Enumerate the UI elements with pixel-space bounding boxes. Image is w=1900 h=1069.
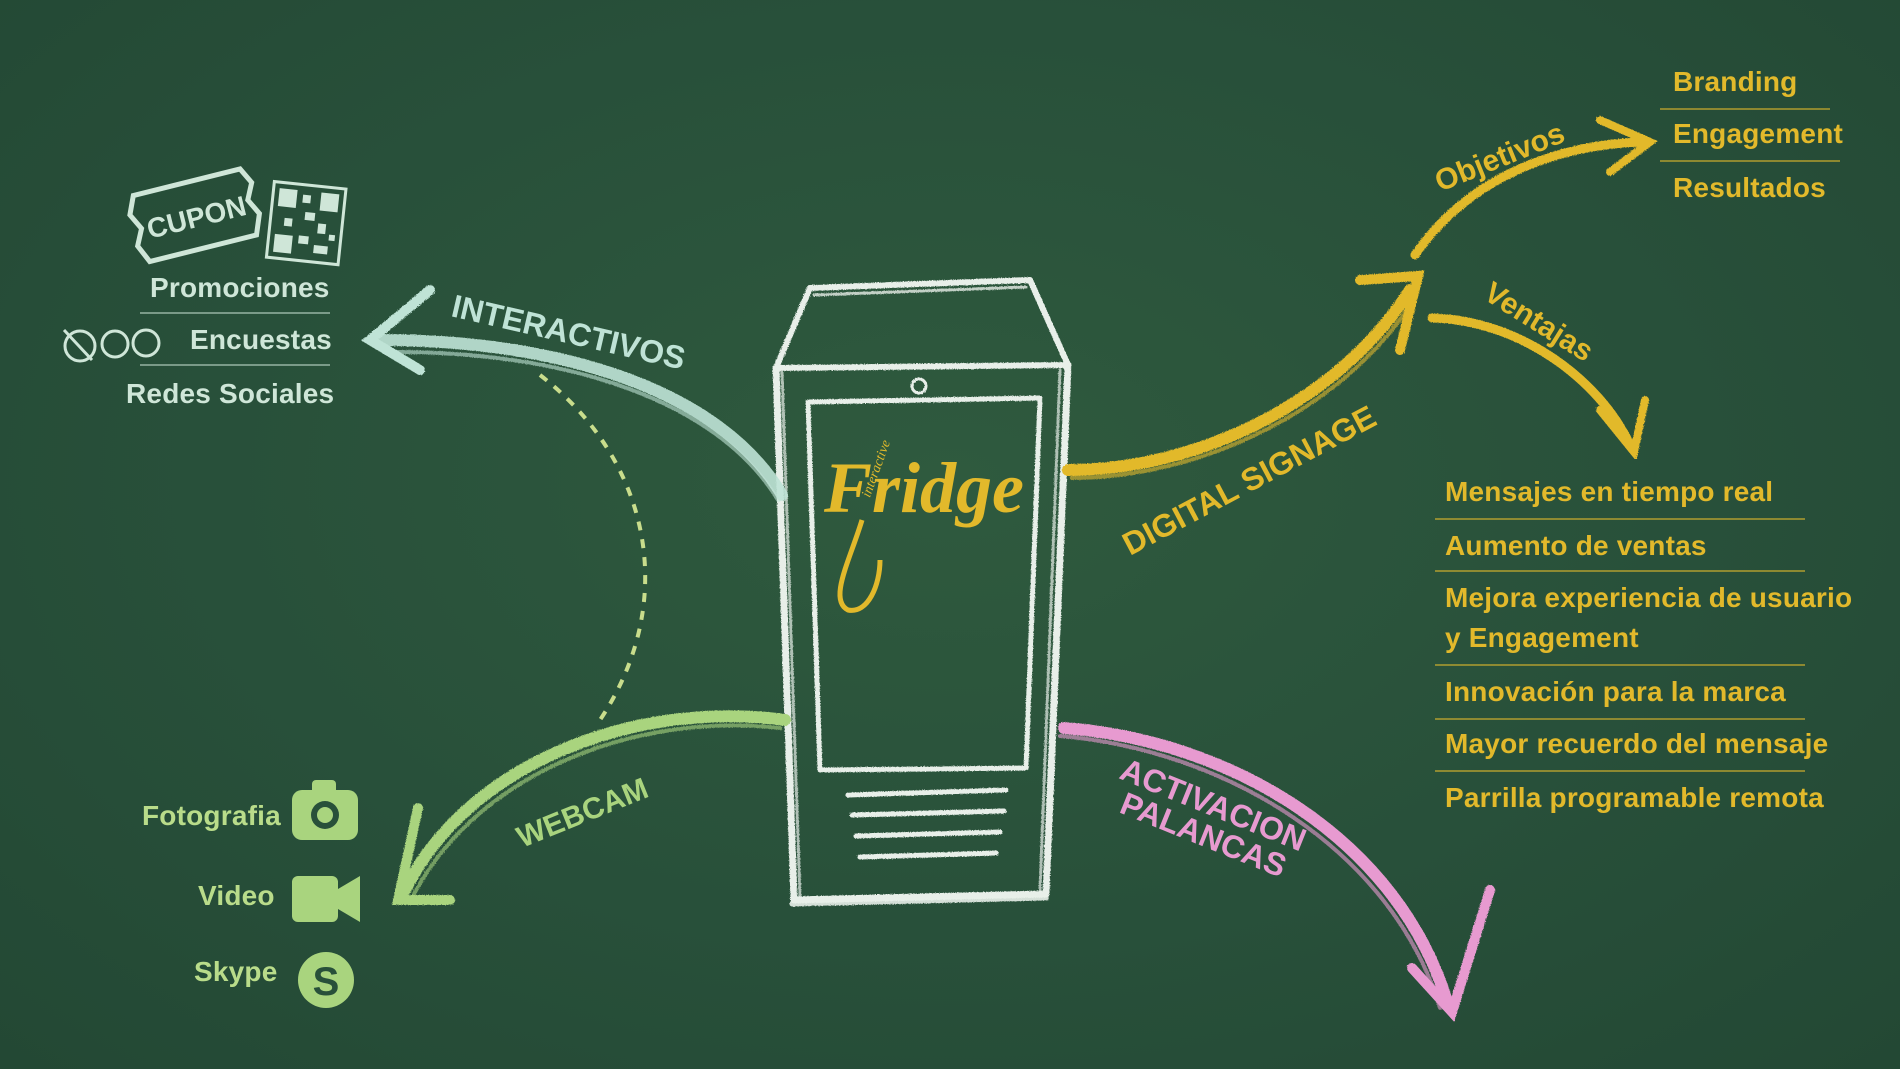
- social-circle-icon-2: [131, 328, 161, 358]
- video-camera-icon: [292, 876, 360, 922]
- ventaja-experiencia-2: y Engagement: [1445, 622, 1639, 653]
- ventajas-arrow: [1427, 313, 1649, 462]
- divider: [140, 312, 330, 314]
- skype-icon: S: [298, 952, 354, 1008]
- skype-label: Skype: [194, 956, 278, 987]
- camera-icon: [292, 780, 358, 840]
- fotografia-label: Fotografia: [142, 800, 281, 831]
- digital-signage-arrow: [1062, 270, 1425, 480]
- ventajas-title: Ventajas: [1478, 276, 1599, 369]
- redes-sociales-label: Redes Sociales: [126, 378, 335, 409]
- divider: [1435, 570, 1805, 572]
- coupon-text: CUPON: [144, 190, 250, 245]
- logo-script-text: Fridge: [823, 448, 1024, 528]
- encuestas-label: Encuestas: [190, 324, 332, 355]
- dashed-connector: [538, 373, 648, 722]
- promociones-label: Promociones: [150, 272, 330, 303]
- ventaja-experiencia: Mejora experiencia de usuario: [1445, 582, 1853, 613]
- ventaja-innovacion: Innovación para la marca: [1445, 676, 1786, 707]
- ventaja-parrilla: Parrilla programable remota: [1445, 782, 1824, 813]
- interactivos-arrow: [361, 285, 788, 502]
- webcam-title: WEBCAM: [512, 772, 653, 854]
- divider: [1660, 160, 1840, 162]
- divider: [1435, 664, 1805, 666]
- fridge-logo: Fridge interactive: [823, 438, 1024, 613]
- social-bird-icon: [63, 329, 97, 363]
- webcam-arrow: [391, 710, 791, 905]
- divider: [1435, 770, 1805, 772]
- svg-text:S: S: [313, 960, 340, 1004]
- divider: [1435, 518, 1805, 520]
- branding-label: Branding: [1673, 66, 1798, 97]
- social-icons: [62, 328, 161, 363]
- video-label: Video: [198, 880, 275, 911]
- coupon-icon: CUPON: [127, 166, 263, 265]
- divider: [140, 364, 330, 366]
- resultados-label: Resultados: [1673, 172, 1826, 203]
- ventaja-mensajes: Mensajes en tiempo real: [1445, 476, 1774, 507]
- ventaja-ventas: Aumento de ventas: [1445, 530, 1707, 561]
- ventaja-recuerdo: Mayor recuerdo del mensaje: [1445, 728, 1829, 759]
- logo-swash: [837, 519, 883, 613]
- qr-code-icon: [264, 179, 348, 267]
- fridge-drawing: [772, 277, 1072, 907]
- engagement-label: Engagement: [1673, 118, 1844, 149]
- divider: [1435, 718, 1805, 720]
- divider: [1660, 108, 1830, 110]
- social-circle-icon: [100, 329, 130, 359]
- activacion-arrow: [1058, 722, 1495, 1022]
- objetivos-arrow: [1410, 116, 1658, 260]
